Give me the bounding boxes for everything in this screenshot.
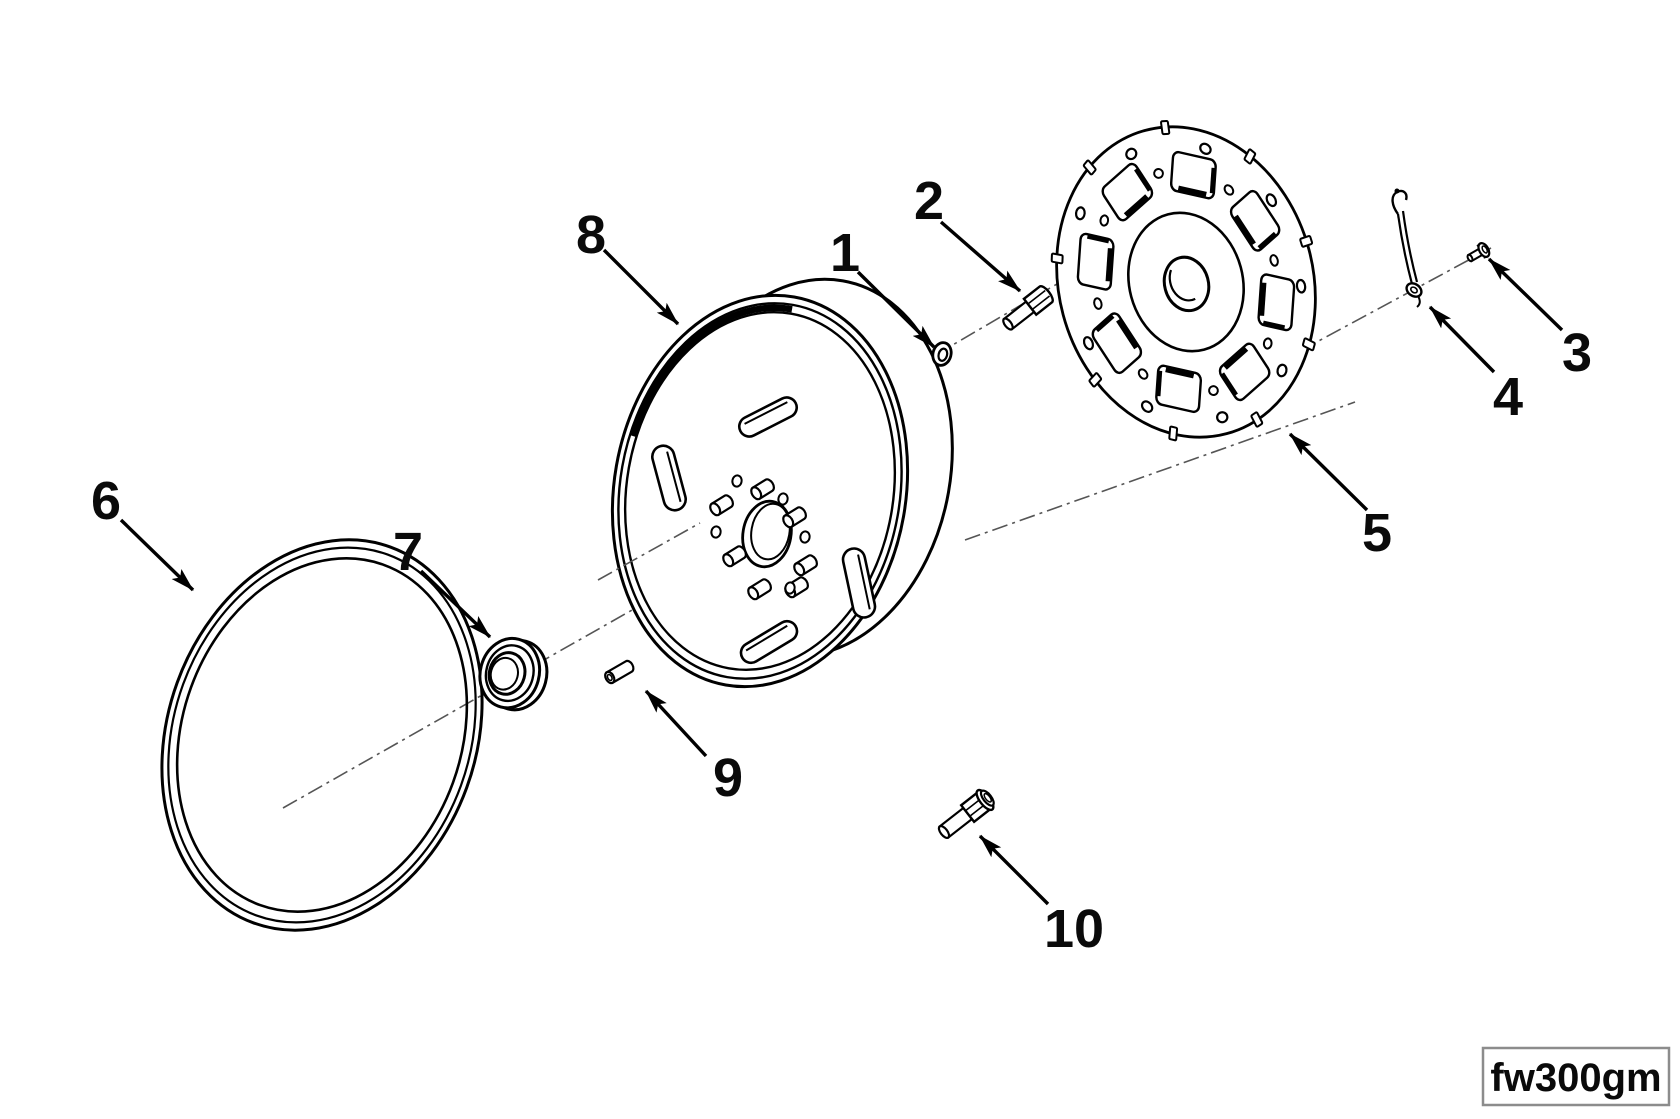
callout-1-arrow — [856, 270, 936, 349]
flywheel-slot-bottom — [739, 619, 799, 665]
callout-7-arrow — [419, 569, 492, 639]
flywheel-crank-bore — [741, 499, 793, 569]
flywheel-hub-holes — [710, 474, 811, 595]
callout-2-arrow — [939, 220, 1022, 293]
callout-3-arrow — [1487, 257, 1564, 332]
part-3-screw — [1466, 242, 1491, 263]
callout-7-label: 7 — [393, 522, 423, 582]
callout-9-label: 9 — [713, 748, 743, 808]
flywheel-slot-right — [841, 547, 877, 619]
drive-plate-center-hole-bore — [1167, 266, 1195, 305]
callout-labels: 1 2 3 4 5 6 7 8 9 10 — [91, 171, 1592, 959]
callout-10-label: 10 — [1044, 899, 1104, 959]
part-8-flywheel — [597, 256, 981, 710]
part-4-retainer-link — [1391, 188, 1423, 308]
callout-10-arrow — [978, 834, 1050, 906]
callout-2-label: 2 — [914, 171, 944, 231]
callout-6-arrow — [119, 518, 195, 592]
part-10-flange-bolt — [937, 788, 995, 840]
centerline-hub-face — [597, 522, 701, 581]
flywheel-slot-left — [651, 444, 687, 512]
flywheel-slot-top — [737, 396, 799, 438]
part-9-dowel-pin — [604, 659, 635, 685]
callout-8-label: 8 — [576, 205, 606, 265]
callout-arrows — [119, 220, 1564, 906]
callout-3-label: 3 — [1562, 323, 1592, 383]
drawing-code-text: fw300gm — [1490, 1056, 1661, 1100]
callout-9-arrow — [644, 689, 708, 758]
part-7-bushing — [472, 632, 554, 717]
drawing-code-border — [1481, 1046, 1671, 1107]
part-1-washer — [931, 341, 953, 367]
callout-5-arrow — [1288, 432, 1369, 512]
callout-1-label: 1 — [830, 223, 860, 283]
centerline-flywheel-plate — [964, 401, 1356, 541]
callout-4-label: 4 — [1493, 367, 1523, 427]
part-2-bolt — [1002, 285, 1054, 331]
part-6-ring-gear — [109, 494, 535, 975]
centerline-main-left — [282, 596, 656, 809]
drawing-code-box: fw300gm — [1481, 1046, 1671, 1107]
flywheel-rim-shading — [633, 286, 792, 460]
drive-plate-center-hole — [1158, 252, 1214, 315]
part-5-drive-plate — [1050, 119, 1354, 442]
callout-6-label: 6 — [91, 471, 121, 531]
callout-5-label: 5 — [1362, 503, 1392, 563]
callout-8-arrow — [602, 248, 680, 326]
callout-4-arrow — [1428, 305, 1496, 374]
